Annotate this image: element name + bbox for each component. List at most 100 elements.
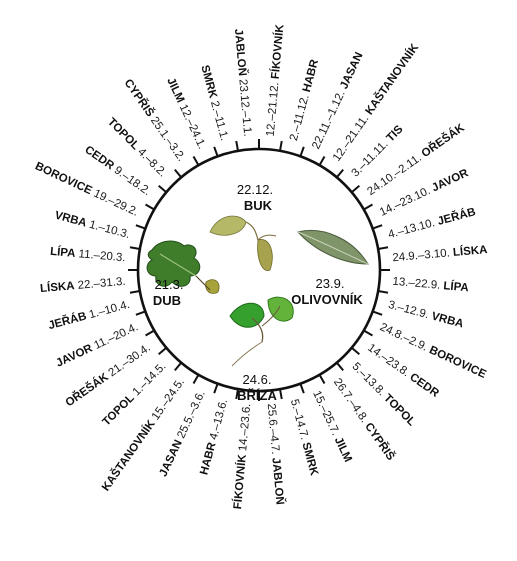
center-right-tree: OLIVOVNÍK [291,292,363,307]
segment-tick [320,375,325,384]
segment-dates: 2.–11.1. [207,97,230,143]
birch-leaf-image [230,297,293,366]
segment-label: SMRK 2.–11.1. [198,64,230,142]
segment-tick [146,331,155,336]
segment-dates: 25.5.–3.6. [174,389,208,443]
segment-tree: TOPOL [100,392,136,428]
segment-label: JABLOŇ 23.12.–1.1. [232,28,254,137]
center-right-date: 23.9. [316,276,345,291]
segment-dates: 13.–22.9. [392,276,444,292]
segment-tree: FÍKOVNÍK [231,453,249,510]
segment-tick [373,311,382,314]
segment-tick [352,348,360,354]
segment-label: 12.–21.12. FÍKOVNÍK [264,23,287,137]
segment-tick [300,147,303,156]
segment-tick [159,348,167,354]
segment-dates: 11.–20.4. [89,321,140,353]
segment-tree: LÍPA [443,279,469,294]
segment-dates: 11.–20.3. [75,248,126,264]
segment-dates: 9.–18.2. [109,163,153,199]
segment-tick [300,384,303,393]
segment-tree: SMRK [198,64,219,100]
center-left-tree: DUB [153,293,181,308]
segment-dates: 5.–14.7. [288,398,311,444]
segment-tree: TOPOL [105,116,141,152]
segment-tree: SMRK [299,441,320,477]
segment-tree: LÍSKA [40,279,76,295]
segment-label: 3.–12.9. VRBA [387,299,465,331]
olive-leaf-image [298,230,368,264]
segment-dates: 3.–12.9. [387,299,433,322]
segment-label: 5.–14.7. SMRK [288,398,320,478]
segment-tick [280,389,282,399]
segment-label: JEŘÁB 1.–10.4. [47,298,131,332]
segment-dates: 22.–31.3. [74,276,126,292]
segment-tick [337,170,343,178]
segment-tree: JEŘÁB [47,310,88,333]
segment-label: 24.9.–3.10. LÍSKA [392,243,488,264]
segment-dates: 14.–23.10. [378,184,435,219]
segment-tick [194,375,199,384]
segment-label: 13.–22.9. LÍPA [392,275,469,295]
segment-tick [159,186,167,192]
segment-tick [136,311,145,314]
segment-tree: CEDR [407,371,441,400]
segment-dates: 5.–13.8. [350,361,390,401]
segment-tick [280,141,282,151]
segment-tree: JASAN [338,51,365,91]
segment-tick [364,205,373,210]
segment-tree: HABR [198,440,218,476]
segment-label: HABR 4.–13.6. [198,398,230,476]
segment-dates: 1.–14.5. [128,361,168,401]
segment-dates: 4.–8.2. [133,144,169,180]
segment-tick [236,141,238,151]
segment-tree: CYPŘIŠ [121,77,156,120]
segment-label: 2.–11.12. HABR [288,58,321,142]
segment-tree: OŘEŠÁK [63,370,111,409]
segment-tick [214,147,217,156]
segment-tree: CYPŘIŠ [362,420,397,463]
segment-label: LÍSKA 22.–31.3. [40,275,126,295]
segment-dates: 12.–24.1. [175,100,207,151]
segment-tree: JILM [332,435,354,464]
segment-dates: 24.9.–3.10. [392,247,454,264]
segment-dates: 14.–23.6. [237,403,253,455]
segment-tree: HABR [301,58,321,94]
segment-tick [175,363,181,371]
segment-tick [320,157,325,166]
segment-tick [373,225,382,228]
segment-dates: 24.8.–2.9. [378,321,432,355]
segment-tick [214,384,217,393]
segment-dates: 4.–13.10. [387,216,440,241]
segment-tick [378,247,388,249]
segment-label: VRBA 1.–10.3. [53,210,131,242]
segment-tick [136,225,145,228]
segment-dates: 23.12.–1.1. [236,75,253,137]
center-bottom-date: 24.6. [243,372,272,387]
segment-dates: 19.–29.2. [89,186,140,218]
segment-dates: 1.–10.3. [85,218,131,241]
segment-tick [378,291,388,293]
segment-tick [194,157,199,166]
segment-tick [364,331,373,336]
segment-tick [130,247,140,249]
segment-dates: 15.–25.7. [310,389,342,440]
segment-tree: JABLOŇ [232,28,249,76]
segment-label: LÍPA 11.–20.3. [50,245,127,265]
segment-tree: LÍSKA [452,243,488,259]
segment-tick [337,363,343,371]
segment-dates: 25.6.–4.7. [265,403,282,458]
center-left-date: 21.3. [155,277,184,292]
segment-tree: VRBA [430,310,465,330]
segment-label: FÍKOVNÍK 14.–23.6. [231,403,253,510]
segment-tree: VRBA [53,210,88,230]
segment-dates: 12.–21.12. [265,79,282,137]
center-bottom-tree: BŘÍZA [237,388,277,403]
segment-labels: JABLOŇ 23.12.–1.1.12.–21.12. FÍKOVNÍK2.–… [33,23,488,510]
segment-tick [175,170,181,178]
segment-tree: JASAN [157,438,184,478]
segment-tree: LÍPA [50,245,76,260]
segment-tick [352,186,360,192]
segment-label: 25.6.–4.7. JABLOŇ [265,403,287,505]
